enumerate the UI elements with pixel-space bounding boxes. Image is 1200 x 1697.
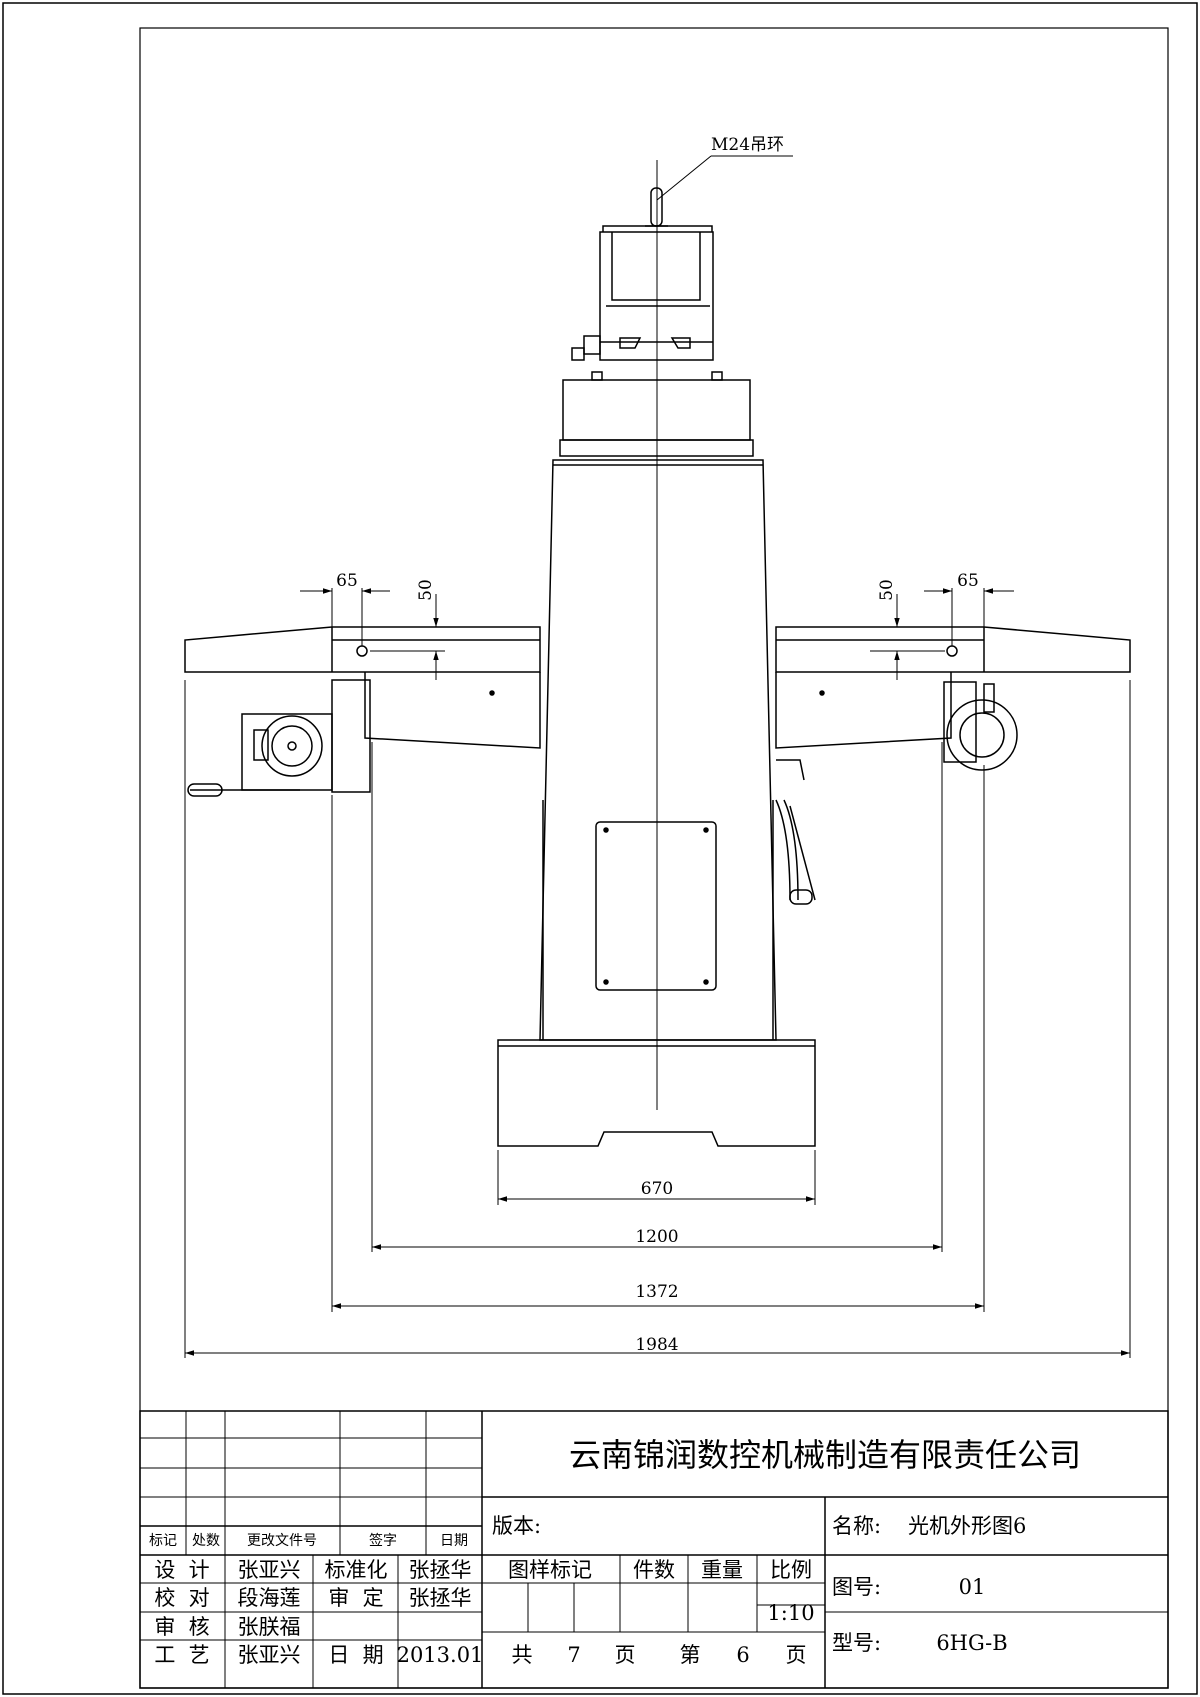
revision-header-doc: 更改文件号 [247, 1533, 317, 1549]
revision-header-count: 处数 [192, 1533, 220, 1549]
revision-header-sign: 签字 [369, 1532, 397, 1549]
name-label: 名称: [832, 1514, 881, 1538]
sample-mark-label: 图样标记 [508, 1558, 592, 1582]
role-process: 工 艺 [154, 1643, 209, 1667]
count-label: 件数 [633, 1558, 675, 1582]
page-number-value: 6 [736, 1643, 749, 1667]
model-label: 型号: [832, 1631, 881, 1655]
person-approve: 张拯华 [409, 1586, 472, 1610]
model-value: 6HG-B [936, 1631, 1007, 1655]
machine-column [539, 459, 777, 1041]
drawing-no-value: 01 [959, 1575, 986, 1599]
machine-base [497, 1039, 816, 1147]
person-process: 张亚兴 [238, 1643, 301, 1667]
scale-label: 比例 [770, 1558, 812, 1582]
dimension-labels: M24吊环 65 50 50 65 670 1200 1372 1984 [336, 135, 979, 1355]
column-side-levers [775, 759, 816, 905]
dim-right-65: 65 [957, 571, 979, 591]
callout-leader [656, 155, 712, 201]
date-value: 2013.01 [397, 1643, 484, 1667]
role-date: 日 期 [328, 1643, 383, 1667]
work-table [184, 626, 1131, 749]
revision-header-date: 日期 [440, 1533, 468, 1549]
total-pages-value: 7 [567, 1643, 580, 1667]
dim-1984: 1984 [635, 1335, 678, 1355]
machine-front-view [184, 160, 1131, 1147]
total-pages-label: 共 [512, 1643, 533, 1667]
callout-label: M24吊环 [711, 135, 784, 155]
drawing-no-label: 图号: [832, 1575, 881, 1599]
spindle-head [571, 225, 723, 381]
role-check: 校 对 [154, 1586, 209, 1610]
title-block-text: 云南锦润数控机械制造有限责任公司 标记 处数 更改文件号 签字 日期 设 计 张… [149, 1436, 1081, 1667]
column-access-door [595, 821, 717, 991]
dimensions [184, 155, 1131, 1358]
total-pages-unit: 页 [615, 1643, 636, 1667]
revision-header-mark: 标记 [149, 1533, 177, 1549]
role-design: 设 计 [154, 1558, 209, 1582]
page-label: 第 [680, 1643, 701, 1667]
right-handwheel [943, 681, 1018, 771]
dim-left-65: 65 [336, 571, 358, 591]
role-standardization: 标准化 [325, 1558, 388, 1582]
dim-1200: 1200 [635, 1227, 678, 1247]
page-number-unit: 页 [786, 1643, 807, 1667]
dim-1372: 1372 [635, 1282, 678, 1302]
person-design: 张亚兴 [238, 1558, 301, 1582]
left-feed-gearbox [187, 679, 371, 797]
name-value: 光机外形图6 [908, 1514, 1026, 1538]
person-check: 段海莲 [238, 1586, 301, 1610]
dim-right-50: 50 [877, 579, 897, 601]
turret [559, 379, 754, 457]
role-review: 审 核 [154, 1615, 209, 1639]
dim-base-670: 670 [641, 1179, 673, 1199]
dim-left-50: 50 [416, 579, 436, 601]
role-approve: 审 定 [328, 1586, 383, 1610]
scale-value: 1:10 [767, 1601, 814, 1625]
weight-label: 重量 [701, 1558, 743, 1582]
company-name: 云南锦润数控机械制造有限责任公司 [569, 1436, 1081, 1474]
person-standardization: 张拯华 [409, 1558, 472, 1582]
title-block [139, 1410, 1169, 1689]
person-review: 张朕福 [238, 1615, 301, 1639]
version-label: 版本: [492, 1514, 541, 1538]
